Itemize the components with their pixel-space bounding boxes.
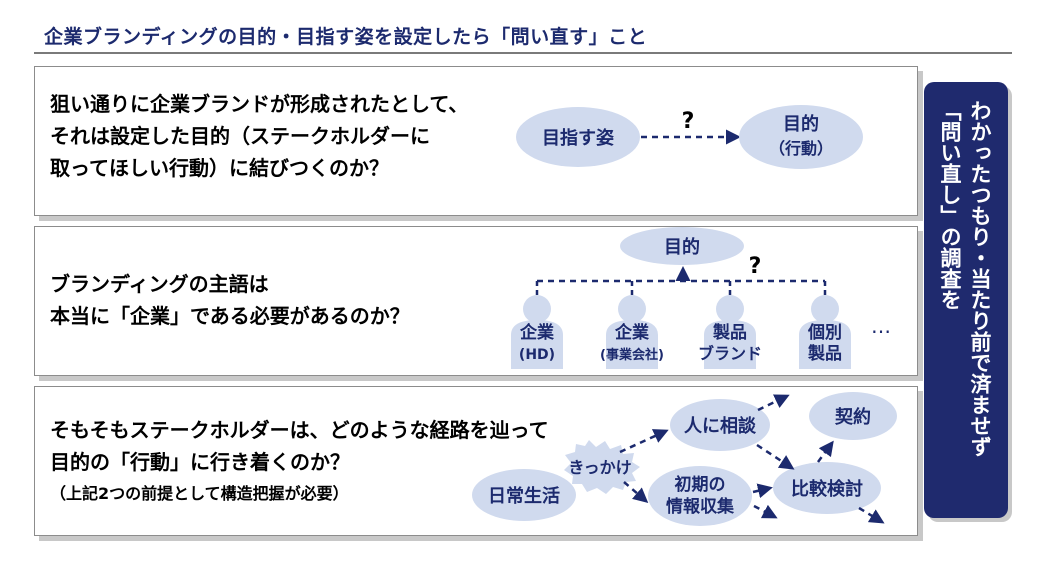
- arrow-compare-to-contract: [816, 440, 834, 463]
- node-action-label: （行動）: [769, 139, 833, 158]
- panel1-line-1: 狙い通りに企業ブランドが形成されたとして、: [50, 92, 469, 116]
- node-target-state-label: 目指す姿: [542, 127, 614, 149]
- node-initial-info: [648, 466, 752, 526]
- subject-hd-label1: 企業: [519, 322, 554, 343]
- person-body-icon: [799, 320, 851, 369]
- node-initial-info-label2: 情報収集: [666, 496, 735, 517]
- slide-title: 企業ブランディングの目的・目指す姿を設定したら「問い直す」こと: [44, 26, 648, 48]
- node-daily-life: [472, 469, 576, 521]
- arrow-consult-out: [757, 394, 790, 412]
- panel2-question-mark: ?: [749, 254, 762, 279]
- conclusion-box: わかったつもり・当たり前で済ませず 「問い直し」の調査を: [924, 82, 1008, 518]
- person-head-icon: [716, 295, 744, 323]
- subject-product: 個別 製品: [799, 295, 851, 369]
- conclusion-line-2: 「問い直し」の調査を: [938, 100, 962, 310]
- node-goal-top-label: 目的: [664, 236, 700, 258]
- person-head-icon: [618, 295, 646, 323]
- node-daily-life-label: 日常生活: [488, 485, 560, 507]
- person-head-icon: [523, 295, 551, 323]
- panel3-question-text: そもそもステークホルダーは、どのような経路を辿って 目的の「行動」に行き着くのか…: [50, 414, 549, 510]
- subject-brand-label1: 製品: [712, 322, 747, 343]
- node-trigger-burst: [564, 440, 640, 494]
- node-consult: [670, 399, 770, 451]
- node-consult-label: 人に相談: [684, 415, 757, 437]
- node-compare-label: 比較検討: [791, 478, 863, 500]
- panel3-note: （上記2つの前提として構造把握が必要）: [50, 484, 349, 503]
- panel3-line-2: 目的の「行動」に行き着くのか？: [50, 450, 350, 474]
- panel1-question-mark: ?: [682, 109, 695, 134]
- node-goal-action: [739, 105, 863, 169]
- subject-hd-label2: (HD): [519, 347, 555, 363]
- subject-product-label1: 個別: [807, 322, 842, 343]
- arrow-info-out: [753, 504, 778, 519]
- arrow-compare-out: [858, 506, 885, 524]
- subject-hd: 企業 (HD): [511, 295, 563, 369]
- node-compare: [773, 462, 881, 514]
- panel2-line-1: ブランディングの主語は: [50, 272, 269, 296]
- arrow-trigger-to-consult: [619, 429, 669, 454]
- panel3-line-1: そもそもステークホルダーは、どのような経路を辿って: [50, 418, 549, 442]
- subject-opco-label1: 企業: [614, 322, 649, 343]
- conclusion-line-1: わかったつもり・当たり前で済ませず: [968, 100, 992, 457]
- subject-opco-label2: (事業会社): [600, 347, 664, 363]
- arrow-info-to-compare: [752, 483, 773, 499]
- node-initial-info-label1: 初期の: [675, 474, 726, 495]
- subject-product-label2: 製品: [807, 343, 842, 364]
- panel2-question-text: ブランディングの主語は 本当に「企業」である必要があるのか？: [50, 268, 410, 332]
- more-ellipsis: …: [871, 314, 891, 338]
- person-head-icon: [811, 295, 839, 323]
- node-goal-label: 目的: [783, 113, 819, 135]
- node-goal-top: [620, 227, 744, 265]
- panel1-line-3: 取ってほしい行動）に結びつくのか？: [50, 156, 389, 180]
- panel1-question-text: 狙い通りに企業ブランドが形成されたとして、 それは設定した目的（ステークホルダー…: [50, 88, 468, 184]
- panel2-line-2: 本当に「企業」である必要があるのか？: [50, 304, 410, 328]
- person-body-icon: [511, 320, 563, 369]
- node-contract-label: 契約: [834, 406, 871, 428]
- arrow-trigger-to-info: [623, 481, 649, 503]
- arrow-consult-to-compare: [756, 443, 795, 470]
- subject-opco: 企業 (事業会社): [600, 295, 664, 369]
- subject-brand-label2: ブランド: [698, 344, 762, 363]
- title-underline: [34, 52, 1012, 54]
- panel1-line-2: それは設定した目的（ステークホルダーに: [50, 124, 430, 148]
- panel-brand-subject: [34, 226, 918, 376]
- node-contract: [809, 392, 897, 440]
- node-trigger-label: きっかけ: [568, 458, 631, 477]
- node-target-state: [516, 107, 640, 167]
- subject-brand: 製品 ブランド: [698, 295, 762, 369]
- person-body-icon: [606, 320, 658, 369]
- flow-arrows: [619, 394, 885, 524]
- person-body-icon: [704, 320, 756, 369]
